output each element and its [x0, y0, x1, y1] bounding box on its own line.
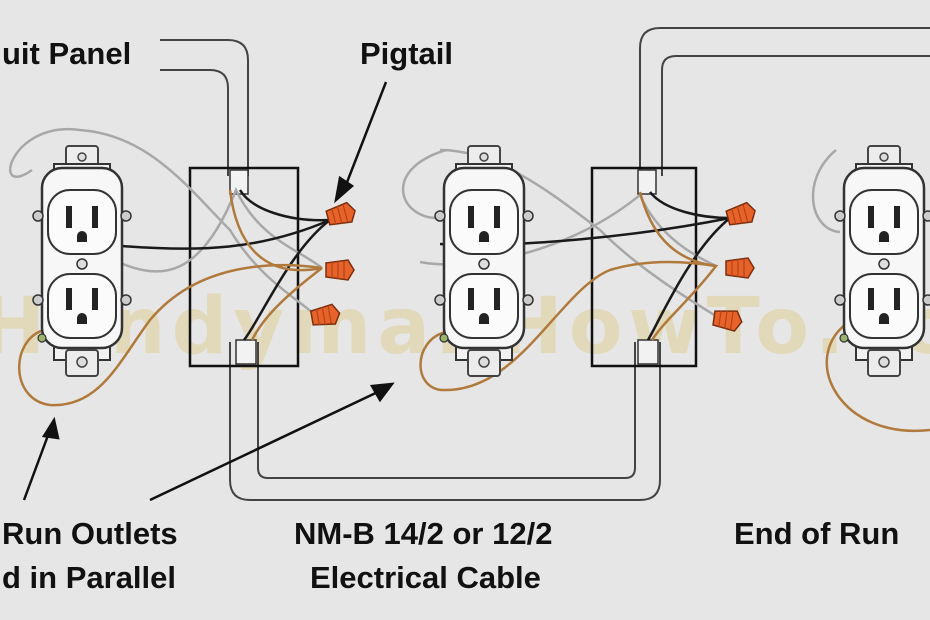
wire-nuts [309, 200, 759, 333]
outlets [31, 144, 930, 378]
cable-label-line2: Electrical Cable [310, 560, 541, 595]
ground-wires [18, 189, 930, 433]
neutral-wires [8, 127, 841, 318]
junction-box-1 [188, 166, 300, 368]
outlets-label-line2: d in Parallel [2, 560, 177, 595]
outlets-label-line1: Run Outlets [2, 516, 178, 551]
cable-label-line1: NM-B 14/2 or 12/2 [294, 516, 553, 551]
end-of-run-label: End of Run [734, 516, 900, 551]
panel-label: uit Panel [2, 36, 132, 71]
pointer-arrows [22, 81, 395, 502]
junction-box-2 [590, 166, 698, 368]
cables [160, 27, 930, 501]
pigtail-label: Pigtail [360, 36, 454, 71]
